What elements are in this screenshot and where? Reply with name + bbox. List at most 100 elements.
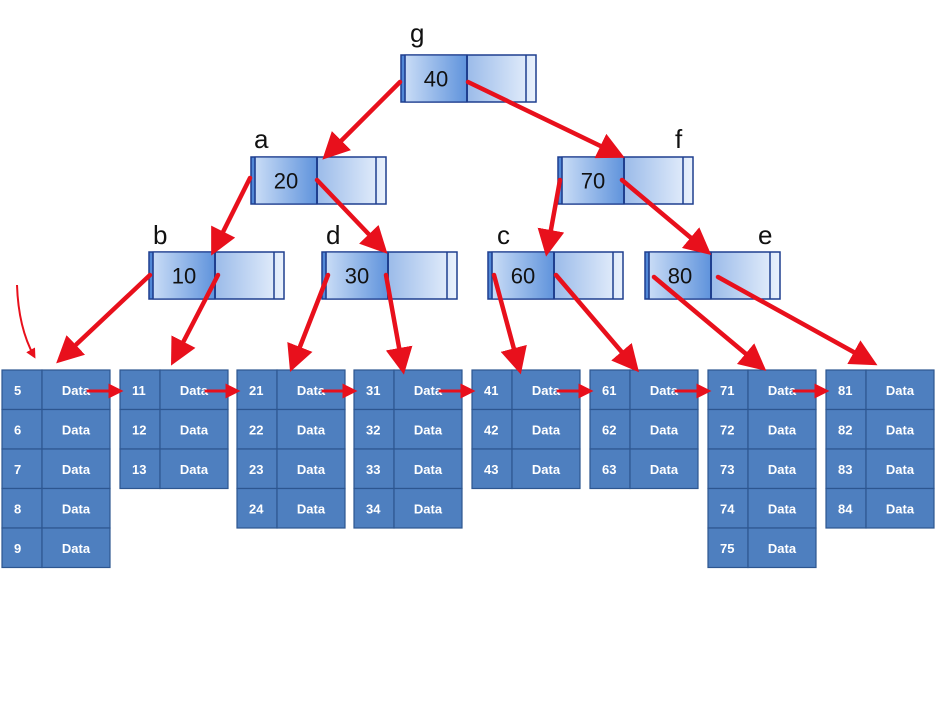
leaf-key-cell (707, 408, 749, 450)
pointer-arrow (211, 175, 253, 256)
leaf-key-cell (825, 487, 867, 529)
pointer-arrow (491, 272, 527, 375)
pointer-arrow (287, 272, 331, 373)
leaf-key: 21 (249, 383, 263, 398)
leaf-record: 7 Data (1, 448, 111, 490)
leaf-value: Data (886, 501, 915, 516)
leaf-value: Data (886, 462, 915, 477)
leaf-data-cell (41, 408, 111, 450)
leaf-data-cell (747, 448, 817, 490)
leaf-data-cell (511, 408, 581, 450)
leaf-value: Data (532, 383, 561, 398)
leaf-key: 13 (132, 462, 146, 477)
leaf-key-cell (236, 487, 278, 529)
leaf-value: Data (62, 462, 91, 477)
leaf-value: Data (62, 541, 91, 556)
node-label: f (675, 124, 683, 154)
leaf-key-cell (1, 448, 43, 490)
leaf-value: Data (414, 383, 443, 398)
leaf-key: 31 (366, 383, 380, 398)
leaf-key-cell (589, 369, 631, 411)
node-key: 30 (345, 264, 369, 289)
pointer-arrow (56, 272, 153, 364)
leaf-value: Data (768, 422, 797, 437)
leaf-value: Data (650, 422, 679, 437)
node-key: 40 (424, 67, 448, 92)
leaf-data-cell (629, 408, 699, 450)
node-b: 10b (148, 220, 285, 300)
leaf-key: 84 (838, 501, 853, 516)
leaf-record: 42 Data (471, 408, 581, 450)
leaf-value: Data (414, 422, 443, 437)
leaf-data-cell (747, 487, 817, 529)
leaf-key-cell (236, 408, 278, 450)
node-key: 10 (172, 264, 196, 289)
leaf-value: Data (180, 462, 209, 477)
entry-arrow (16, 284, 36, 359)
pointer-arrow (322, 79, 403, 160)
leaf-key-cell (707, 487, 749, 529)
node-c: 60c (487, 220, 624, 300)
leaf-key-cell (353, 487, 395, 529)
leaf-key: 73 (720, 462, 734, 477)
node-key-cell (491, 251, 555, 300)
leaf-value: Data (650, 462, 679, 477)
pointer-arrow (537, 177, 565, 257)
leaf-key-cell (707, 527, 749, 569)
leaf-key: 42 (484, 422, 498, 437)
leaf-data-cell (276, 408, 346, 450)
leaf-record: 62 Data (589, 408, 699, 450)
pointer-arrow (715, 274, 878, 366)
leaf-key: 32 (366, 422, 380, 437)
node-key-cell (648, 251, 712, 300)
leaf-data-cell (276, 487, 346, 529)
pointer-arrow (465, 79, 625, 159)
leaf-key: 62 (602, 422, 616, 437)
node-d: 30d (321, 220, 458, 300)
node-key: 70 (581, 169, 605, 194)
leaf-key-cell (353, 369, 395, 411)
leaf-key: 81 (838, 383, 852, 398)
leaf-value: Data (768, 383, 797, 398)
node-key-cell (254, 156, 318, 205)
leaf-value: Data (62, 383, 91, 398)
leaf-value: Data (62, 501, 91, 516)
pointer-arrow (651, 274, 767, 371)
pointer-arrow (619, 177, 712, 255)
node-key: 20 (274, 169, 298, 194)
leaf-key: 7 (14, 462, 21, 477)
node-a: 20a (250, 124, 387, 205)
leaf-key: 82 (838, 422, 852, 437)
leaf-data-cell (393, 448, 463, 490)
leaf-key-cell (119, 408, 161, 450)
leaf-record: 82 Data (825, 408, 935, 450)
leaf-key-cell (236, 369, 278, 411)
leaf-key-cell (1, 408, 43, 450)
leaf-data-cell (41, 448, 111, 490)
leaf-value: Data (532, 422, 561, 437)
leaf-key: 63 (602, 462, 616, 477)
leaf-data-cell (393, 487, 463, 529)
leaf-data-cell (41, 527, 111, 569)
leaf-key-cell (1, 369, 43, 411)
leaf-key: 8 (14, 501, 21, 516)
leaf-record: 84 Data (825, 487, 935, 529)
leaf-value: Data (297, 383, 326, 398)
leaf-value: Data (886, 422, 915, 437)
leaf-key: 74 (720, 501, 735, 516)
leaf-key: 34 (366, 501, 381, 516)
